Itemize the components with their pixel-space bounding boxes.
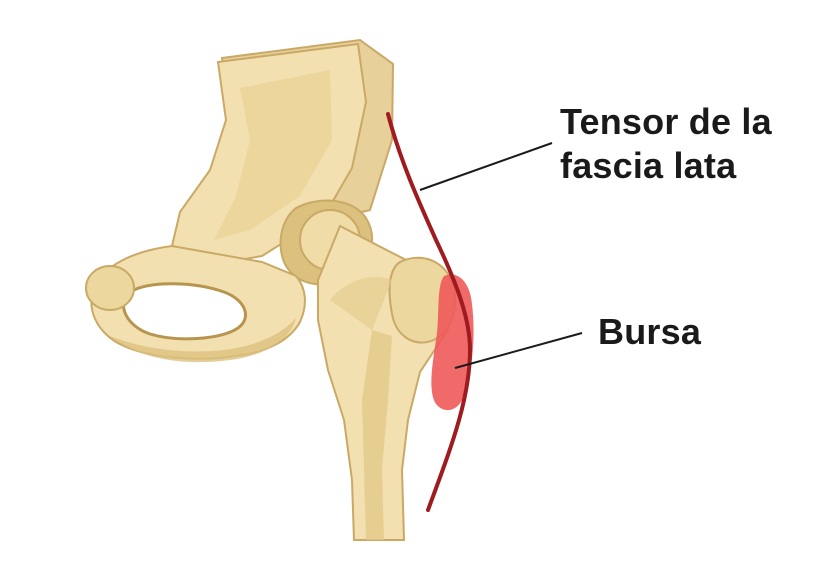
tensor-leader-line — [419, 142, 553, 191]
tensor-label-line-2: fascia lata — [560, 145, 737, 186]
tensor-fascia-lata-label: Tensor de la fascia lata — [560, 100, 820, 188]
pelvis — [85, 38, 395, 363]
tensor-label-line-1: Tensor de la — [560, 101, 772, 142]
bursa-label: Bursa — [598, 311, 702, 352]
fascia-line — [386, 112, 473, 512]
bursa-leader-line — [454, 332, 583, 369]
